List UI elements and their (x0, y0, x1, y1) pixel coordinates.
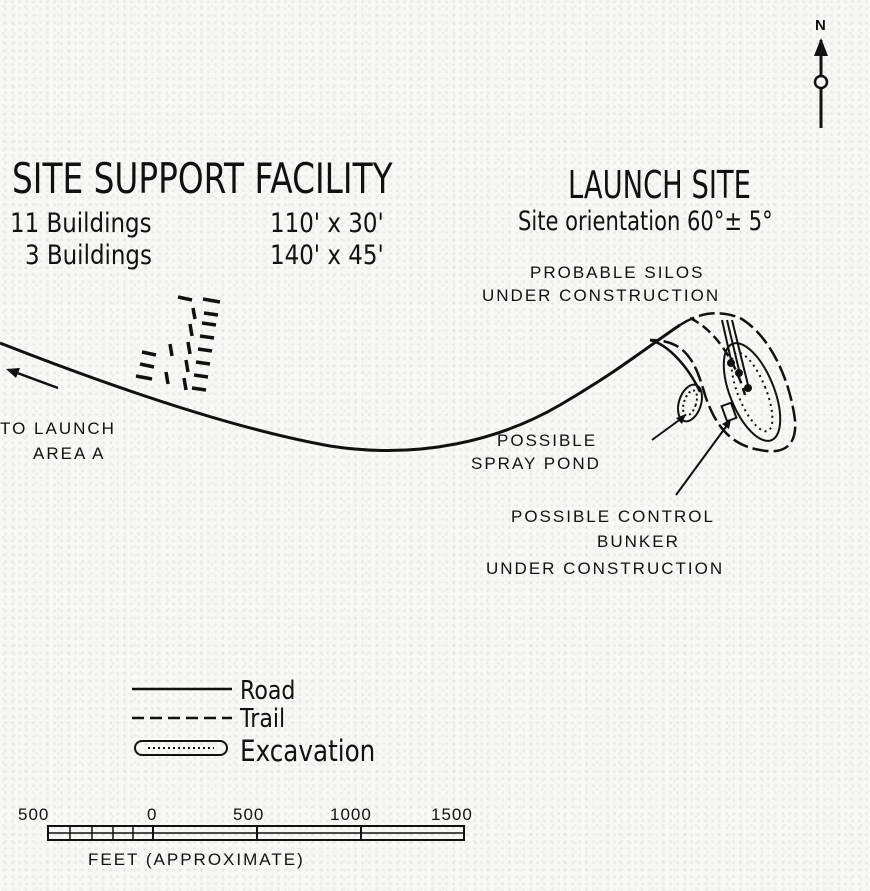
scale-unit-label: FEET (APPROXIMATE) (88, 850, 305, 869)
scale-bar (47, 825, 465, 841)
north-arrow-icon (813, 38, 829, 128)
spray-pond (651, 383, 703, 441)
building-count-2: 3 Buildings (25, 240, 152, 271)
bunker-label-1: POSSIBLE CONTROL (511, 507, 715, 526)
silos-label-2: UNDER CONSTRUCTION (482, 286, 721, 305)
support-buildings (135, 295, 221, 392)
building-size-1: 110' x 30' (270, 208, 384, 239)
launch-area-label-1: TO LAUNCH (0, 419, 116, 438)
legend-road-label: Road (240, 676, 296, 706)
scale-tick-1500: 1500 (431, 805, 473, 824)
pond-label-2: SPRAY POND (471, 454, 601, 473)
direction-arrow-icon (6, 368, 59, 390)
scale-tick-500-left: 500 (18, 805, 50, 824)
road (0, 323, 681, 452)
legend-trail-label: Trail (240, 704, 286, 734)
launch-site-title: LAUNCH SITE (568, 163, 751, 207)
north-label: N (815, 17, 826, 34)
building-size-2: 140' x 45' (270, 240, 384, 271)
launch-area-label-2: AREA A (33, 444, 106, 463)
pond-label-1: POSSIBLE (497, 431, 598, 450)
bunker-label-3: UNDER CONSTRUCTION (486, 559, 725, 578)
control-bunker (675, 401, 738, 496)
silo-excavations (721, 319, 782, 442)
silos-label-1: PROBABLE SILOS (530, 263, 705, 282)
bunker-label-2: BUNKER (597, 532, 680, 551)
scale-tick-500: 500 (233, 805, 265, 824)
building-count-1: 11 Buildings (10, 208, 152, 239)
legend-excavation-label: Excavation (240, 734, 376, 768)
site-support-title: SITE SUPPORT FACILITY (12, 154, 393, 203)
scale-tick-1000: 1000 (330, 805, 372, 824)
scale-tick-0: 0 (147, 805, 158, 824)
site-orientation: Site orientation 60°± 5° (518, 206, 773, 237)
legend-symbols (132, 687, 232, 756)
